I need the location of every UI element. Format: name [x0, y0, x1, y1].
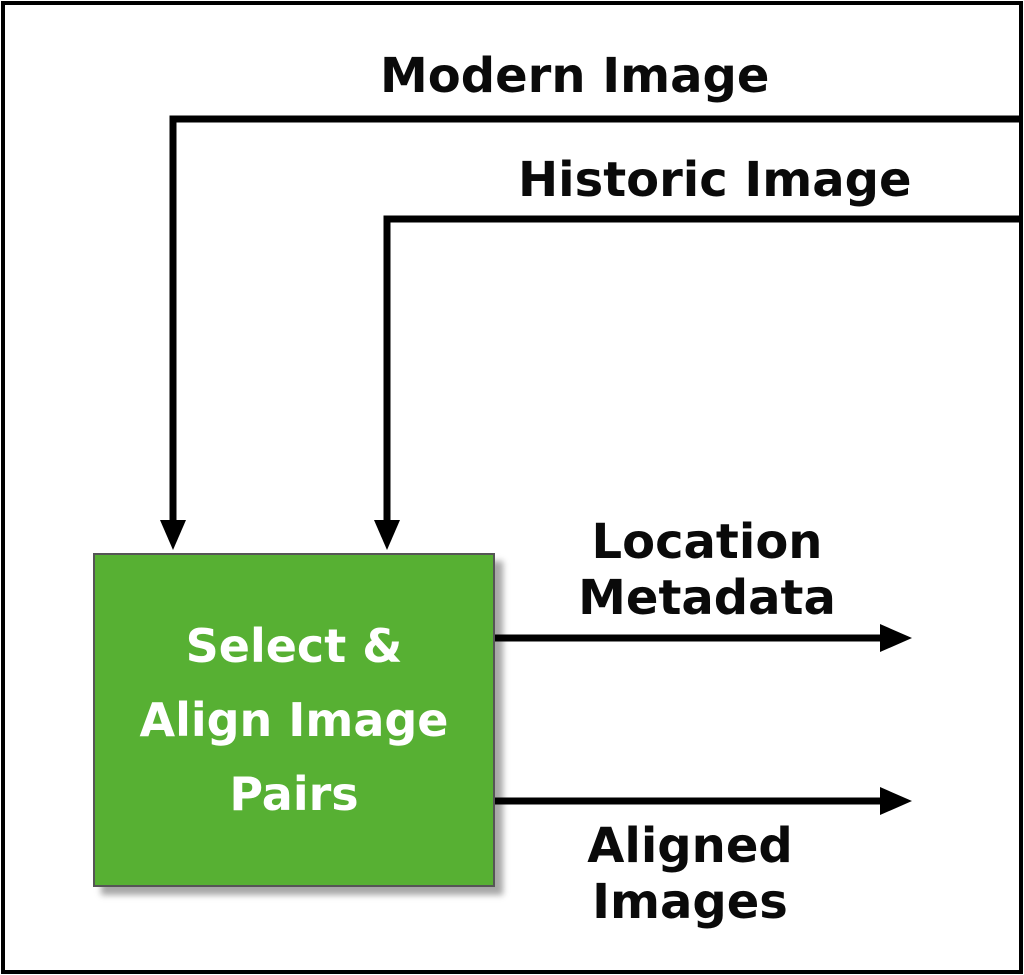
process-label: Select & Align Image Pairs — [139, 619, 449, 821]
modern-image-label: Modern Image — [380, 48, 770, 104]
select-align-process-box: Select & Align Image Pairs — [93, 553, 495, 887]
aligned-images-label: Aligned Images — [587, 818, 793, 930]
modern-image-connector — [169, 115, 1021, 522]
modern-image-arrowhead — [160, 520, 186, 550]
aligned-images-arrowhead — [880, 787, 912, 815]
location-metadata-label: Location Metadata — [578, 514, 836, 626]
historic-image-label: Historic Image — [518, 152, 912, 208]
location-metadata-arrowhead — [880, 624, 912, 652]
historic-image-arrowhead — [374, 520, 400, 550]
historic-image-connector — [383, 215, 1021, 522]
